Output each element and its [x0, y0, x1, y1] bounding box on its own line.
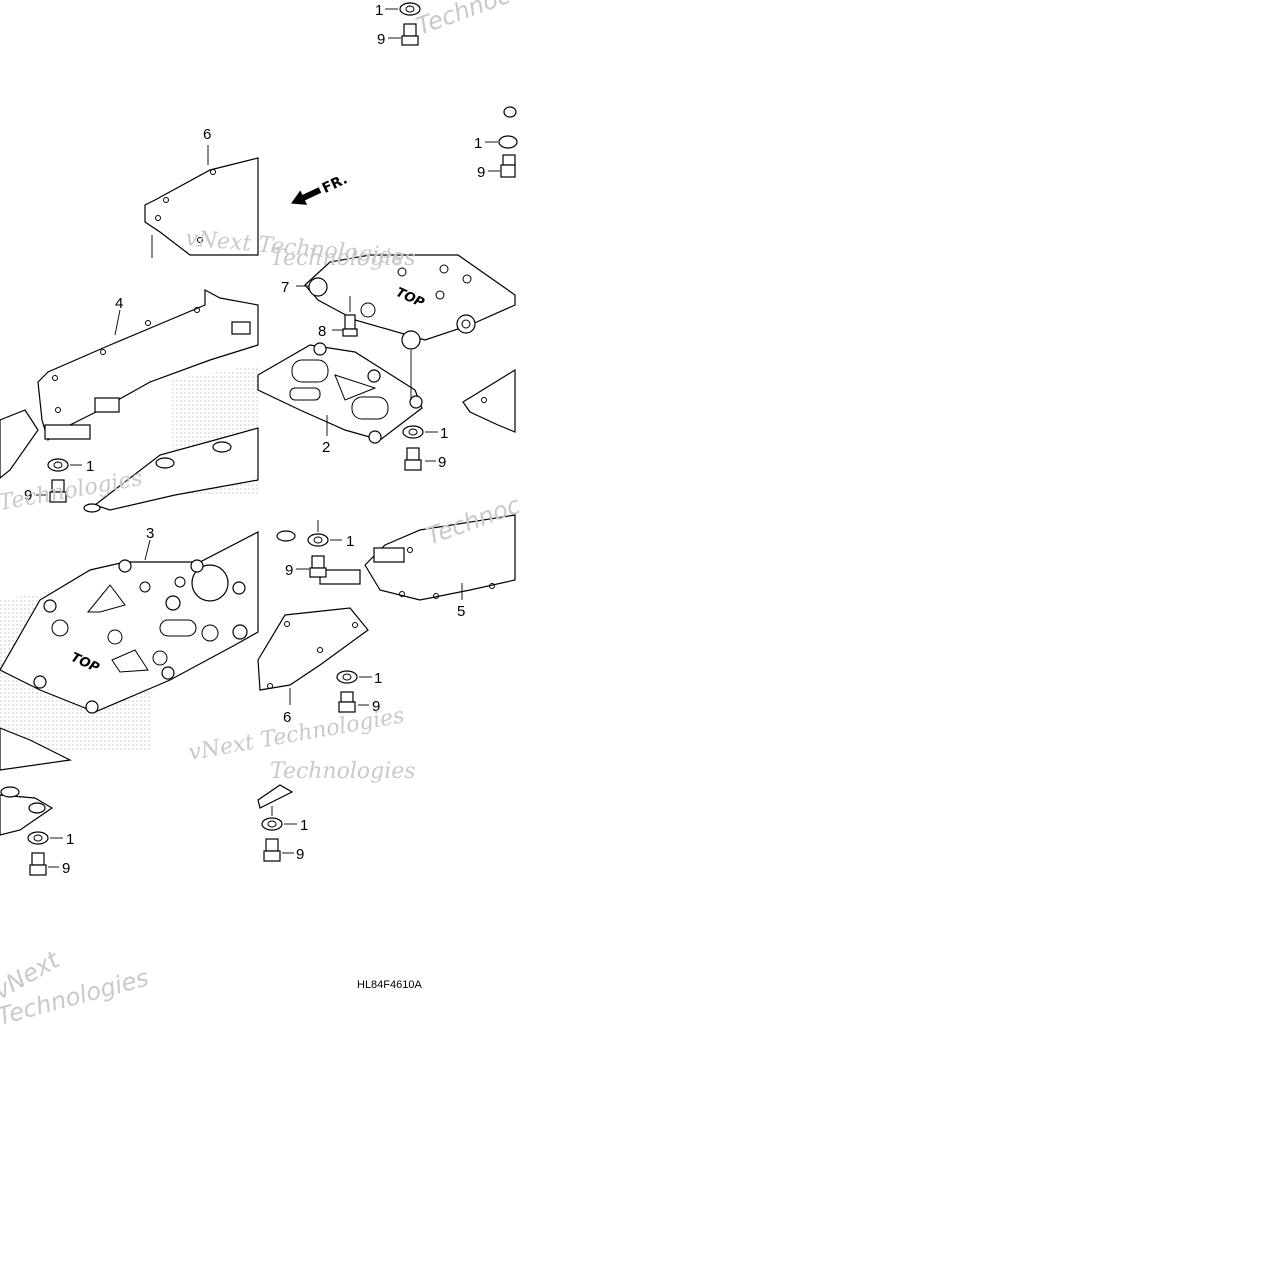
callout-9: 9: [377, 31, 385, 48]
callout-1: 1: [86, 458, 94, 475]
callout-6: 6: [203, 126, 211, 143]
callout-6: 6: [283, 709, 291, 726]
part-4: 4: [37, 289, 259, 442]
callout-9: 9: [62, 860, 70, 877]
callout-9: 9: [24, 487, 32, 504]
front-label: FR.: [320, 171, 350, 196]
drawing-code: HL84F4610A: [357, 979, 422, 991]
part-8-fastener: 8: [318, 296, 358, 340]
callout-1: 1: [374, 670, 382, 687]
callout-8: 8: [318, 323, 326, 340]
left-mid-fasteners: 1 9: [0, 409, 259, 513]
callout-9: 9: [296, 846, 304, 863]
callout-2: 2: [322, 439, 330, 456]
callout-1: 1: [375, 2, 383, 19]
bottom-center-fasteners: 1 9: [257, 784, 308, 863]
bottom-left-fasteners: 1 9: [0, 727, 74, 877]
watermarks: Technoc vNext Technologies Technologies …: [0, 0, 524, 1031]
part-5-fasteners: 1 9: [276, 520, 354, 579]
callout-7: 7: [281, 279, 289, 296]
callout-5: 5: [457, 603, 465, 620]
callout-3: 3: [146, 525, 154, 542]
part-5: 5: [319, 514, 516, 620]
front-direction-arrow: FR.: [290, 171, 350, 205]
callout-9: 9: [372, 698, 380, 715]
part-3-plate: TOP 3: [0, 525, 259, 714]
watermark: Technologies: [270, 759, 416, 784]
watermark: Technologies: [270, 246, 416, 271]
part-7-plate: TOP 7: [281, 254, 516, 350]
part-6-upper: 6: [144, 126, 259, 258]
top-fastener-group: 1 9: [375, 2, 421, 48]
callout-1: 1: [474, 135, 482, 152]
watermark: Technoc: [412, 0, 514, 41]
right-plate-fragment: [462, 368, 516, 433]
callout-1: 1: [440, 425, 448, 442]
callout-4: 4: [115, 295, 123, 312]
part-6-lower: 6 1 9: [257, 607, 382, 726]
callout-1: 1: [346, 533, 354, 550]
part-2-plate: 2: [257, 342, 423, 456]
callout-9: 9: [285, 562, 293, 579]
right-fastener-group: 1 9: [474, 106, 518, 181]
callout-9: 9: [438, 454, 446, 471]
callout-1: 1: [300, 817, 308, 834]
watermark: Technologies: [0, 466, 144, 516]
callout-9: 9: [477, 164, 485, 181]
callout-1: 1: [66, 831, 74, 848]
watermark: vNext Technologies: [187, 703, 407, 766]
center-fasteners: 1 9: [402, 425, 448, 471]
